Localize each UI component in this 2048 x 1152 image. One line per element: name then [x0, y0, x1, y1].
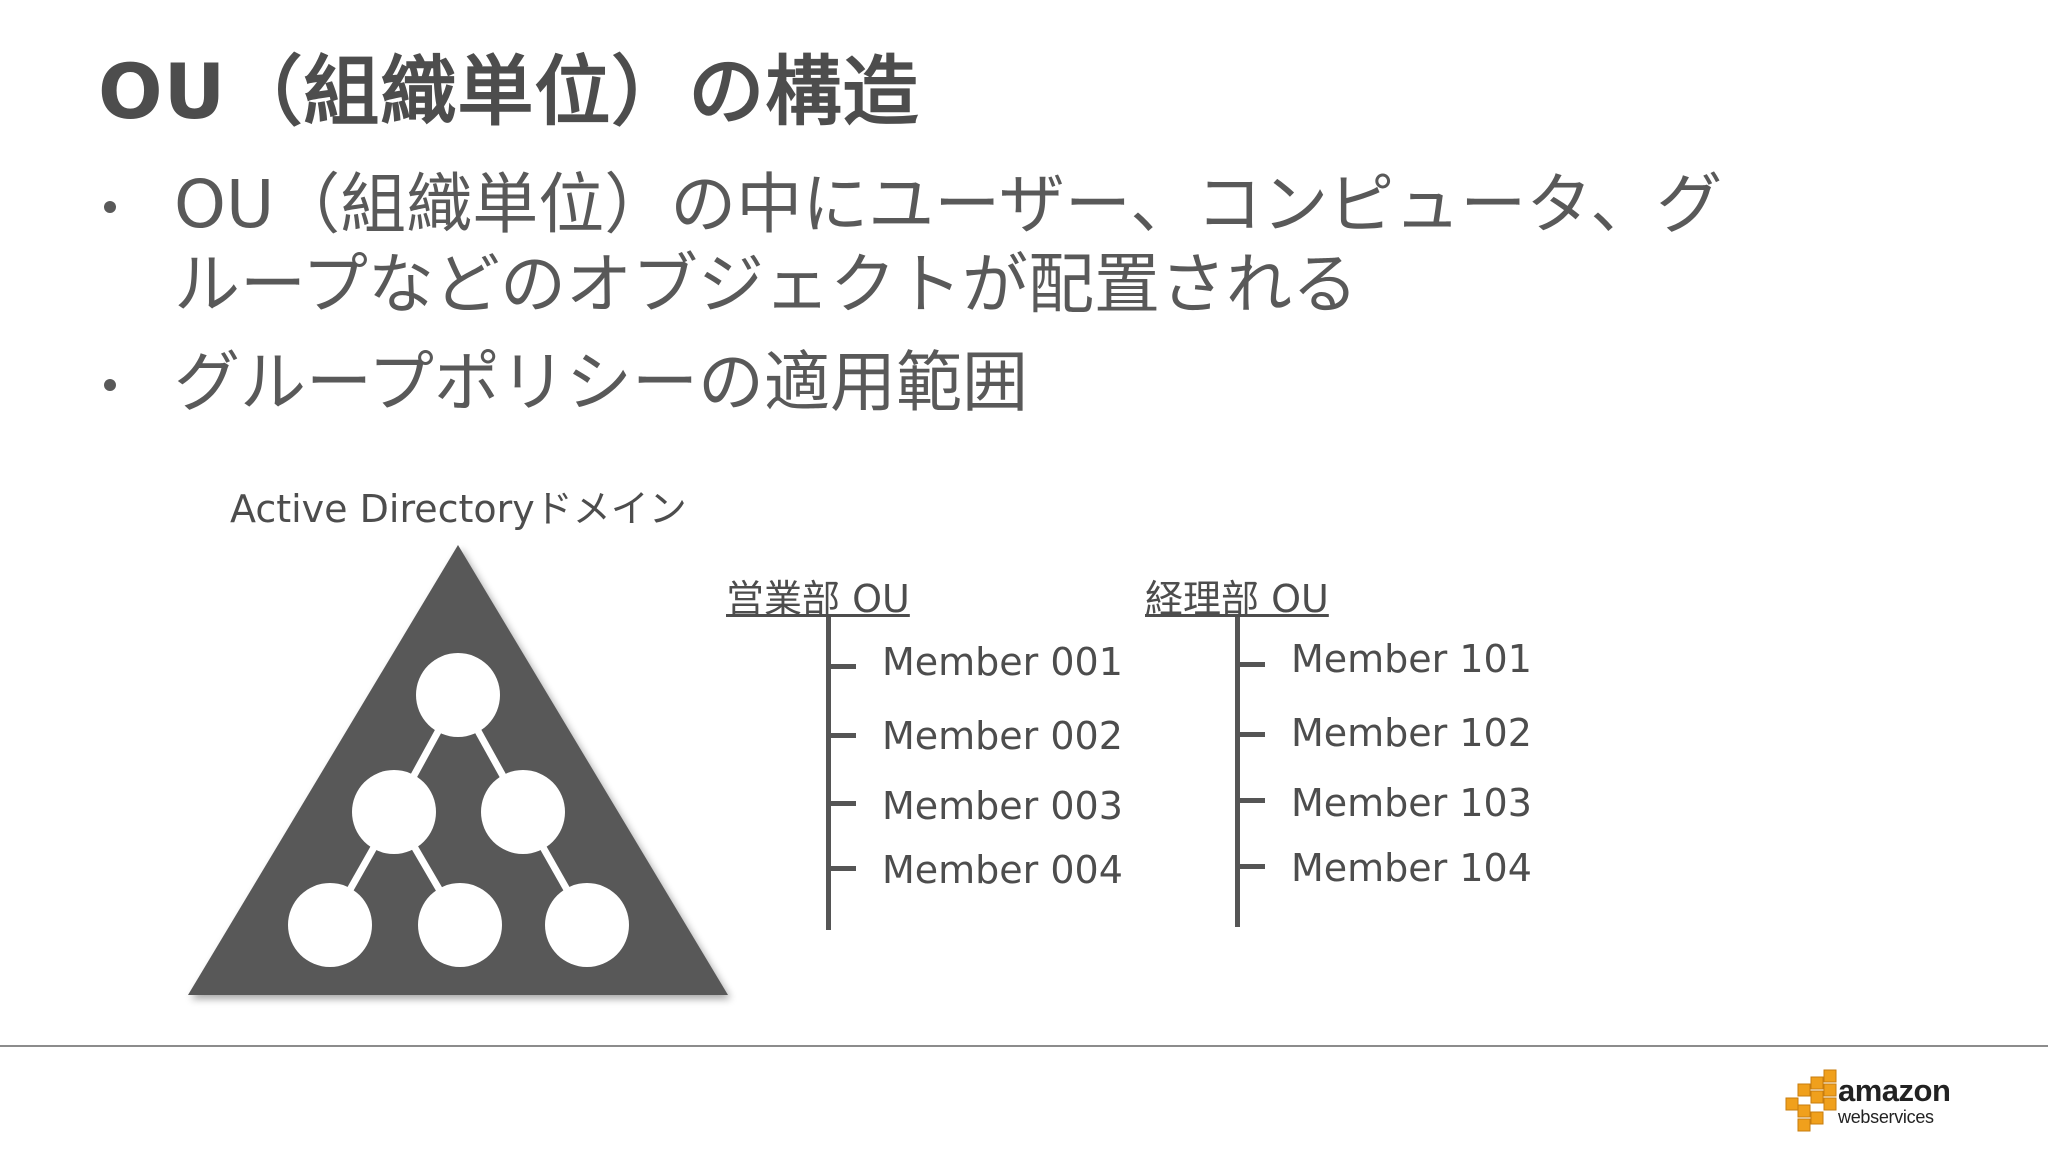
ou-accounting-tree-line	[1235, 617, 1240, 927]
bullet-item: グループポリシーの適用範囲	[100, 343, 1900, 423]
bullet-text: OU（組織単位）の中にユーザー、コンピュータ、グ ループなどのオブジェクトが配置…	[174, 165, 1894, 325]
aws-logo: amazon webservices	[1784, 1068, 1964, 1134]
tree-branch	[826, 866, 856, 871]
tree-branch	[1235, 732, 1265, 737]
bullet-dot-icon	[104, 201, 116, 213]
tree-branch	[1235, 864, 1265, 869]
ou-accounting-title: 経理部 OU	[1145, 577, 1329, 621]
bullet-dot-icon	[104, 379, 116, 391]
aws-cubes-icon	[1785, 1069, 1837, 1132]
bullet-list: OU（組織単位）の中にユーザー、コンピュータ、グ ループなどのオブジェクトが配置…	[100, 165, 1900, 441]
domain-label: Active Directoryドメイン	[230, 487, 687, 531]
bullet-line: OU（組織単位）の中にユーザー、コンピュータ、グ	[174, 166, 1723, 243]
bullet-text: グループポリシーの適用範囲	[174, 343, 1894, 423]
member-item: Member 001	[882, 640, 1123, 684]
ou-sales-tree-line	[826, 617, 831, 930]
tree-branch	[826, 733, 856, 738]
member-item: Member 101	[1291, 637, 1532, 681]
bullet-item: OU（組織単位）の中にユーザー、コンピュータ、グ ループなどのオブジェクトが配置…	[100, 165, 1900, 325]
member-item: Member 102	[1291, 711, 1532, 755]
tree-branch	[1235, 662, 1265, 667]
ad-domain-triangle-icon	[188, 545, 728, 995]
tree-branch	[826, 664, 856, 669]
member-item: Member 104	[1291, 846, 1532, 890]
member-item: Member 103	[1291, 781, 1532, 825]
ou-sales-title: 営業部 OU	[726, 577, 910, 621]
member-item: Member 002	[882, 714, 1123, 758]
member-item: Member 003	[882, 784, 1123, 828]
member-item: Member 004	[882, 848, 1123, 892]
tree-branch	[1235, 798, 1265, 803]
slide-title: OU（組織単位）の構造	[98, 47, 920, 136]
aws-subtitle: webservices	[1838, 1107, 1934, 1127]
bullet-line: グループポリシーの適用範囲	[174, 344, 1029, 421]
footer-divider	[0, 1045, 2048, 1047]
bullet-line: ループなどのオブジェクトが配置される	[174, 246, 1359, 323]
aws-wordmark: amazon	[1838, 1073, 1951, 1108]
tree-branch	[826, 801, 856, 806]
